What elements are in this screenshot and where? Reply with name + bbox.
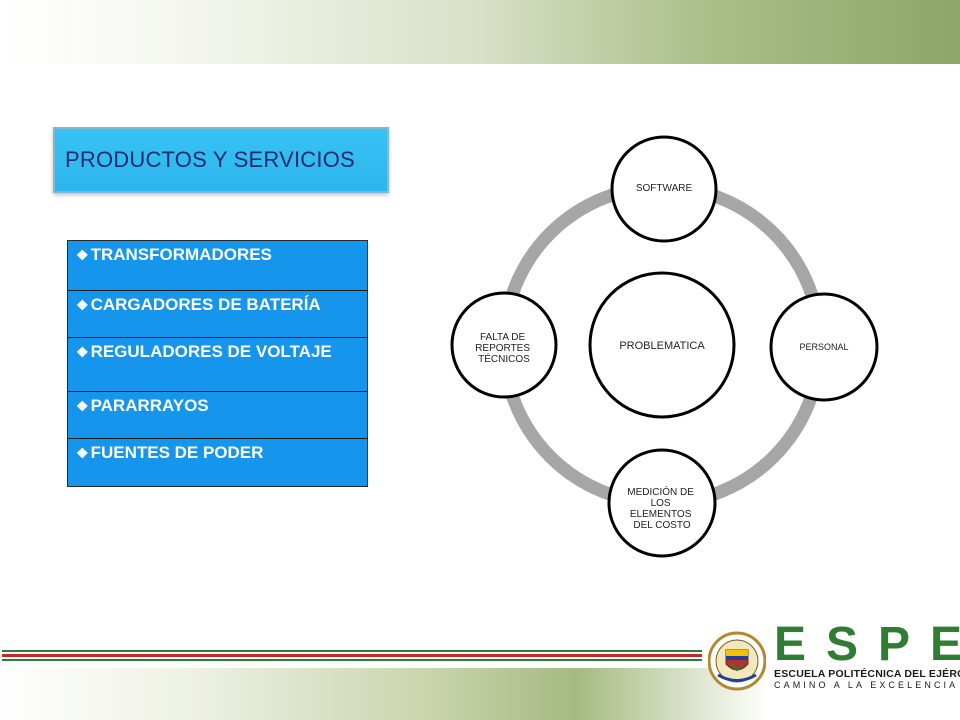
node-missing-reports-label: FALTA DE REPORTES TÉCNICOS [475, 332, 533, 365]
list-item-label: FUENTES DE PODER [90, 443, 264, 462]
list-item-label: TRANSFORMADORES [90, 245, 272, 264]
green-stripe [2, 650, 702, 652]
node-cost-measurement: MEDICIÓN DE LOS ELEMENTOS DEL COSTO [607, 448, 717, 558]
diamond-bullet-icon: ❖ [76, 344, 89, 360]
label-line: TÉCNICOS [478, 352, 530, 365]
institution-name: ESCUELA POLITÉCNICA DEL EJÉRCITO [774, 668, 960, 680]
slide-title: PRODUCTOS Y SERVICIOS [65, 147, 355, 172]
label-line: MEDICIÓN DE [627, 485, 694, 498]
crest-icon [708, 631, 766, 691]
label-line: ELEMENTOS [630, 509, 692, 520]
label-line: FALTA DE [480, 332, 526, 343]
footer-gradient-band [0, 668, 960, 720]
list-item: ❖TRANSFORMADORES [68, 241, 367, 291]
label-line: DEL COSTO [633, 520, 690, 531]
header-gradient-band [0, 0, 960, 64]
diamond-bullet-icon: ❖ [76, 297, 89, 313]
node-software-label: SOFTWARE [636, 183, 693, 194]
list-item-label: CARGADORES DE BATERÍA [90, 295, 321, 314]
problem-cycle-diagram: PROBLEMATICA SOFTWARE PERSONAL MEDICIÓN … [450, 135, 879, 558]
list-item: ❖REGULADORES DE VOLTAJE [68, 338, 367, 392]
list-item: ❖FUENTES DE PODER [68, 439, 367, 486]
diamond-bullet-icon: ❖ [76, 398, 89, 414]
node-personal: PERSONAL [769, 292, 879, 402]
list-item-label: PARARRAYOS [90, 396, 209, 415]
institution-motto: CAMINO A LA EXCELENCIA [774, 680, 959, 690]
footer-stripes [2, 650, 702, 662]
list-item: ❖PARARRAYOS [68, 392, 367, 439]
list-item: ❖CARGADORES DE BATERÍA [68, 291, 367, 338]
label-line: REPORTES [475, 343, 530, 354]
diamond-bullet-icon: ❖ [76, 445, 89, 461]
products-list: ❖TRANSFORMADORES ❖CARGADORES DE BATERÍA … [67, 240, 368, 487]
slide-title-box: PRODUCTOS Y SERVICIOS [53, 127, 389, 193]
center-node: PROBLEMATICA [588, 271, 736, 419]
node-cost-measurement-label: MEDICIÓN DE LOS ELEMENTOS DEL COSTO [627, 485, 696, 531]
list-item-label: REGULADORES DE VOLTAJE [90, 342, 332, 361]
label-line: LOS [651, 498, 671, 509]
diamond-bullet-icon: ❖ [76, 247, 89, 263]
node-missing-reports: FALTA DE REPORTES TÉCNICOS [450, 291, 558, 399]
red-stripe [2, 654, 702, 657]
center-node-label: PROBLEMATICA [619, 340, 705, 352]
node-software: SOFTWARE [610, 135, 718, 243]
node-personal-label: PERSONAL [799, 342, 848, 352]
green-stripe [2, 659, 702, 661]
